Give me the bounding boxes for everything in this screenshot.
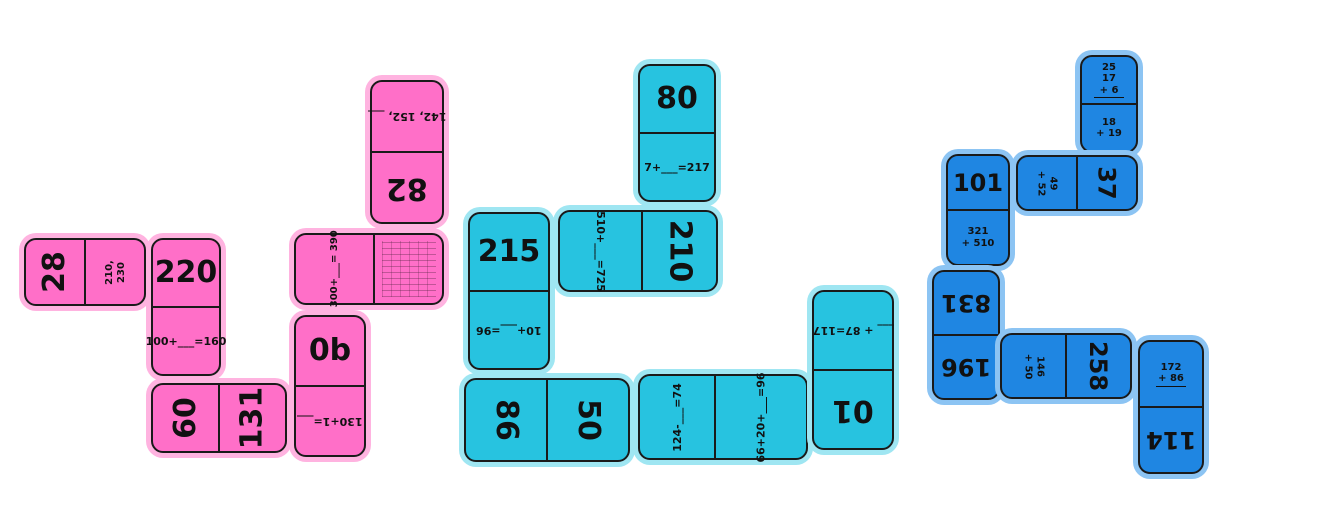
domino-value: 86 [489, 399, 524, 441]
addend: 49 [1047, 176, 1059, 190]
sum-line [1156, 385, 1186, 387]
cyan-domino-80: 80 7+___=217 [638, 64, 716, 202]
domino-expression: 510+___=725 [593, 210, 607, 292]
blue-domino-258: 146 + 50 258 [1000, 333, 1132, 399]
cyan-domino-210: 510+___=725 210 [558, 210, 718, 292]
place-value-blocks-picture [381, 241, 436, 297]
domino-expression: 300+___= 390 [328, 230, 340, 308]
domino-value: 60 [167, 397, 203, 439]
blue-domino-37: 49 + 52 37 [1016, 155, 1138, 211]
domino-value: 37 [1093, 166, 1121, 200]
addend: + 6 [1099, 84, 1119, 96]
domino-value: 01 [832, 392, 874, 428]
domino-expression: ___ + 87=117 [812, 324, 894, 337]
addend: + 50 [1022, 353, 1034, 379]
addend: + 86 [1158, 373, 1184, 384]
addend: 18 [1102, 116, 1116, 128]
domino-value: 80 [656, 81, 698, 116]
domino-value: 0b [308, 333, 352, 368]
domino-value: 101 [952, 168, 1004, 197]
domino-expression: 142, 152, ___ [367, 110, 447, 123]
addend: + 52 [1036, 170, 1047, 196]
domino-value: 831 [940, 289, 992, 317]
addend: 172 [1160, 361, 1182, 373]
domino-value: 215 [477, 234, 541, 269]
pink-domino-grid: 300+___= 390 [294, 230, 444, 308]
blue-domino-831: 831 196 [932, 270, 1000, 400]
domino-expression: 124-___=74 [670, 382, 684, 452]
pink-domino-28: 28 210, 230 [24, 238, 146, 306]
blue-domino-top: 25 17 + 6 18 + 19 [1080, 55, 1138, 153]
domino-expression: 66+20+___=96 [754, 371, 768, 463]
domino-expression: 10+___=96 [476, 323, 542, 337]
domino-expression: 230 [115, 261, 126, 283]
domino-value: 82 [386, 170, 428, 206]
addend: 25 [1102, 61, 1116, 73]
domino-expression: 7+___=217 [644, 160, 710, 174]
domino-expression: 210, [103, 259, 115, 285]
domino-value: 220 [154, 255, 218, 290]
domino-value: 28 [37, 251, 72, 293]
blue-domino-114: 172 + 86 114 [1138, 340, 1204, 474]
pink-domino-60: 60 131 [151, 383, 287, 453]
cyan-domino-01: ___ + 87=117 01 [812, 290, 894, 450]
pink-domino-0b: 0b 130+1=___ [294, 315, 366, 457]
domino-value: 196 [940, 353, 992, 381]
domino-value: 258 [1084, 340, 1113, 392]
addend: 321 [967, 226, 989, 237]
cyan-domino-86: 86 50 [464, 378, 630, 462]
domino-value: 114 [1145, 426, 1197, 454]
sum-line [1094, 97, 1124, 99]
domino-expression: 130+1=___ [297, 414, 363, 428]
blue-domino-101: 101 321 + 510 [946, 154, 1010, 266]
domino-value: 210 [662, 219, 698, 283]
addend: + 19 [1096, 128, 1122, 139]
cyan-domino-expressions: 124-___=74 66+20+___=96 [638, 371, 808, 463]
pink-domino-220: 220 100+___=160 [146, 238, 226, 376]
addend: 146 [1034, 355, 1045, 377]
cyan-domino-215: 215 10+___=96 [468, 212, 550, 370]
domino-expression: 100+___=160 [145, 334, 227, 348]
domino-value: 131 [234, 386, 270, 450]
domino-value: 50 [571, 399, 606, 441]
addend: + 510 [961, 237, 995, 249]
addend: 17 [1102, 73, 1116, 85]
pink-domino-82: 142, 152, ___ 82 [367, 80, 447, 224]
